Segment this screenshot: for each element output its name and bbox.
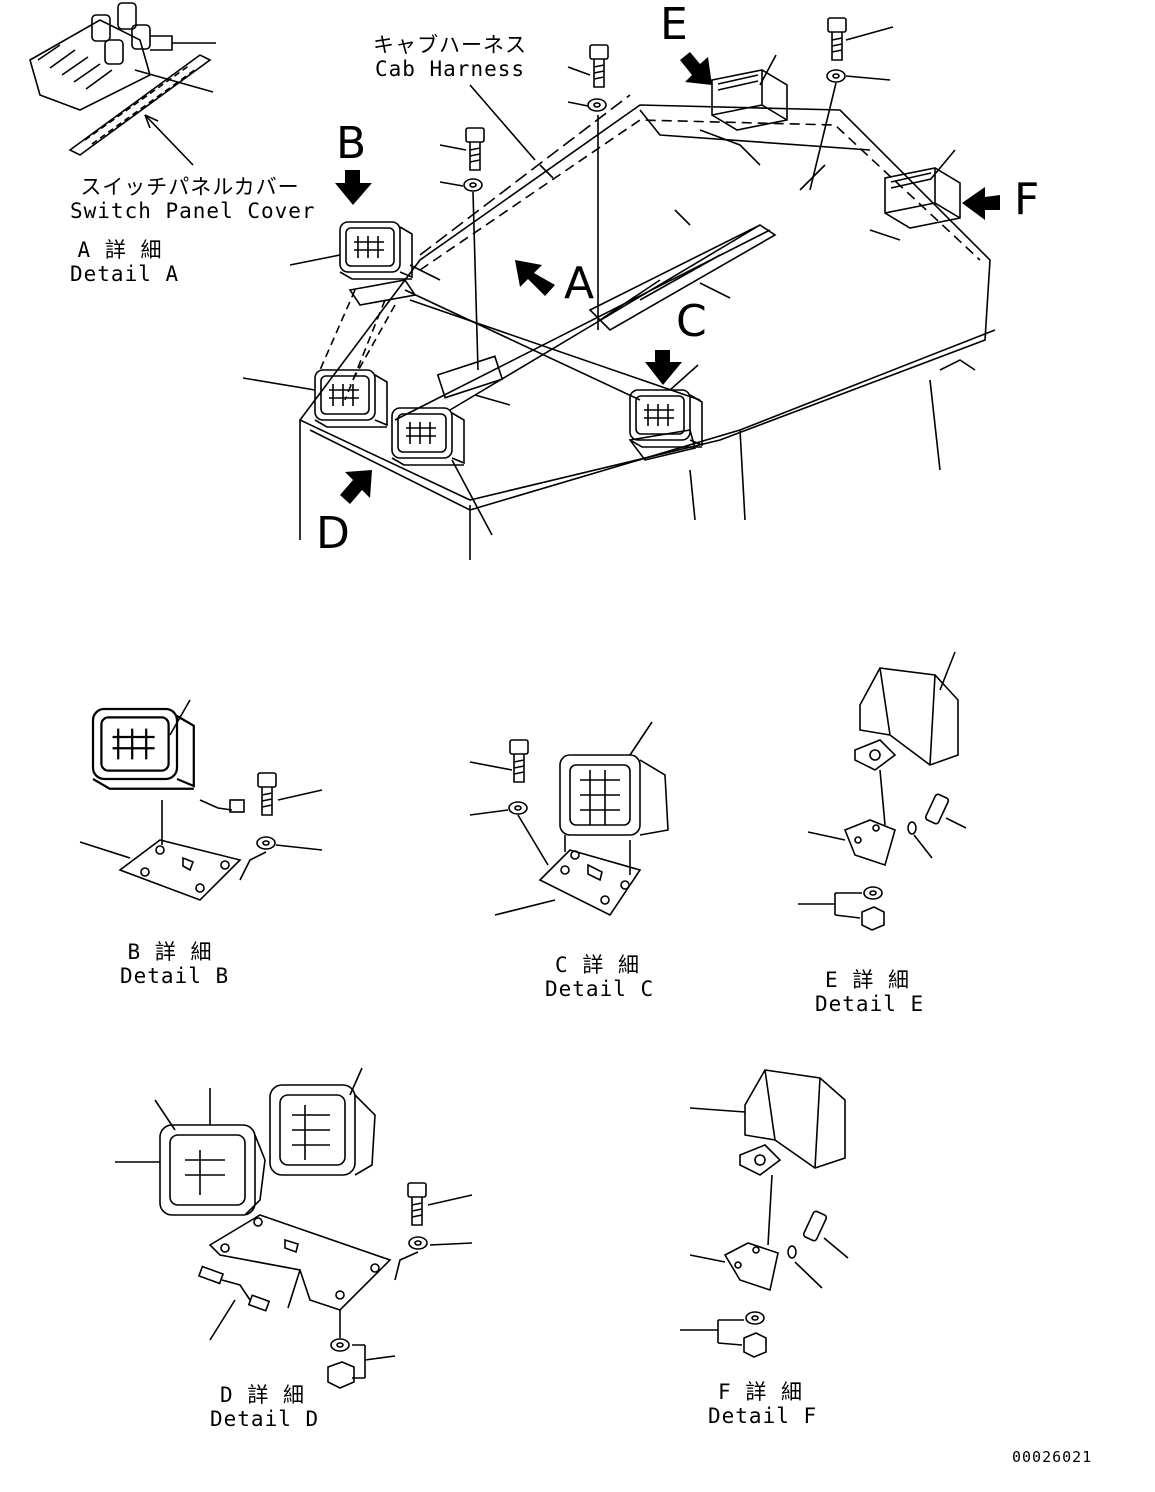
detail-c-jp: C 詳 細: [555, 953, 640, 977]
detail-c-en: Detail C: [545, 977, 655, 1001]
detail-e-drawing: [798, 651, 967, 931]
detail-f-jp: F 詳 細: [718, 1380, 803, 1404]
cab-harness-jp: キャブハーネス: [373, 33, 527, 57]
switch-panel-cover-en: Switch Panel Cover: [70, 199, 316, 223]
arrow-d: [340, 470, 372, 504]
detail-d-label: D 詳 細 Detail D: [210, 1383, 320, 1431]
arrow-b: [335, 170, 372, 205]
switch-panel-cover-jp: スイッチパネルカバー: [80, 175, 300, 199]
work-lamp-e: [711, 69, 788, 131]
detail-a-en: Detail A: [70, 262, 180, 286]
callout-arrows: [335, 52, 1000, 504]
detail-e-jp: E 詳 細: [825, 968, 910, 992]
work-lamp-b: [339, 221, 413, 280]
detail-a-jp: A 詳 細: [77, 238, 163, 262]
detail-b-en: Detail B: [120, 964, 230, 988]
roof-fasteners: [439, 17, 894, 371]
detail-f-en: Detail F: [708, 1404, 818, 1428]
detail-d-en: Detail D: [210, 1407, 320, 1431]
switch-panel-assembly: [29, 2, 216, 166]
detail-d-drawing: [115, 1067, 473, 1389]
callout-a: A: [564, 258, 595, 309]
roof-lamps: [242, 54, 961, 536]
callout-f: F: [1014, 174, 1040, 225]
callout-c: C: [676, 296, 707, 347]
arrow-f: [962, 187, 1000, 220]
callout-b: B: [336, 118, 367, 169]
switch-panel-cover: [68, 54, 212, 156]
detail-e-label: E 詳 細 Detail E: [815, 968, 925, 1016]
cab-harness-label: キャブハーネス Cab Harness: [360, 33, 540, 81]
detail-e-en: Detail E: [815, 992, 925, 1016]
detail-b-drawing: [79, 699, 323, 901]
arrow-a: [515, 260, 555, 296]
detail-b-label: B 詳 細 Detail B: [120, 940, 230, 988]
detail-f-drawing: [680, 1069, 849, 1358]
detail-b-jp: B 詳 細: [127, 940, 213, 964]
arrow-e: [680, 52, 712, 85]
detail-d-jp: D 詳 細: [220, 1383, 305, 1407]
switch-panel-cover-label: スイッチパネルカバー Switch Panel Cover: [70, 175, 316, 223]
document-number: 00026021: [1012, 1448, 1093, 1466]
work-lamp-d-left: [314, 369, 388, 428]
callout-e: E: [660, 0, 688, 50]
detail-f-label: F 詳 細 Detail F: [708, 1380, 818, 1428]
detail-a-label: A 詳 細 Detail A: [70, 238, 180, 286]
detail-c-drawing: [469, 721, 669, 917]
cab-harness-en: Cab Harness: [374, 57, 526, 81]
callout-d: D: [316, 508, 350, 559]
cab-roof-assembly: [298, 94, 996, 560]
arrow-c: [645, 350, 682, 385]
detail-c-label: C 詳 細 Detail C: [545, 953, 655, 1001]
